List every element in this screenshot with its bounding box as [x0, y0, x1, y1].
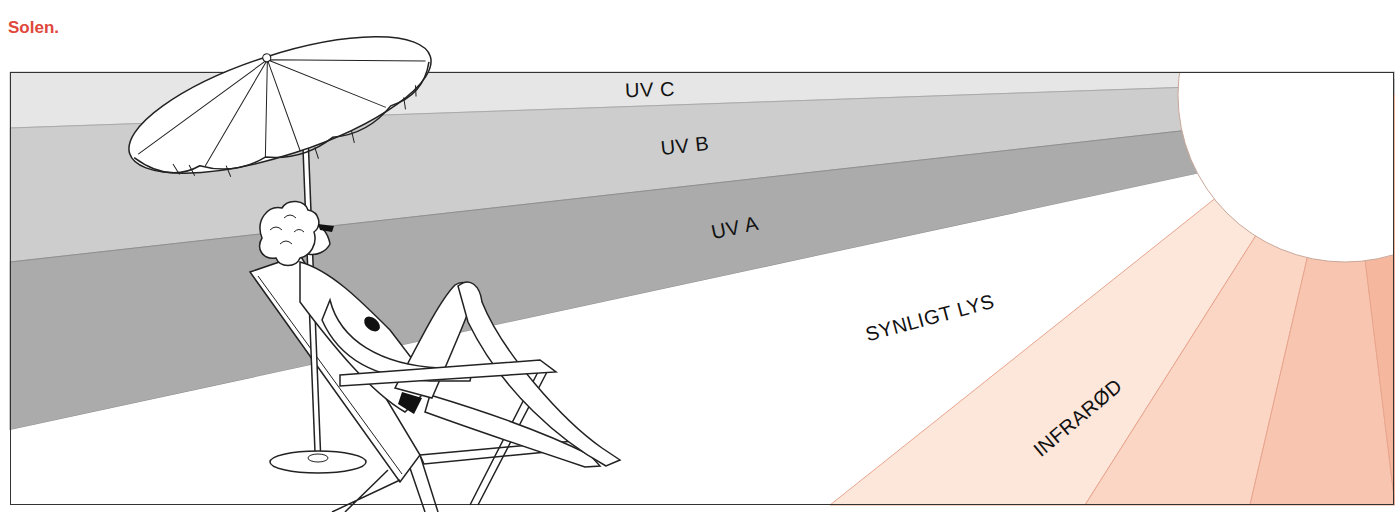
- woman-hair: [260, 201, 319, 265]
- umbrella-canopy: [113, 6, 449, 214]
- band-fill: [1345, 95, 1395, 505]
- band-label: UV C: [625, 78, 676, 103]
- canopy-outline: [114, 9, 445, 202]
- bikini-top: [361, 314, 383, 335]
- band-fill: [1250, 95, 1395, 505]
- woman-face: [308, 222, 330, 255]
- frame: [11, 73, 1394, 505]
- chair-front-leg: [470, 368, 548, 505]
- woman-shin: [458, 282, 620, 466]
- infrared-band: INFRARØD: [830, 95, 1395, 505]
- woman-leg: [425, 395, 600, 467]
- diagram-title: Solen.: [8, 18, 59, 38]
- canopy-fringe-tick: [173, 85, 428, 202]
- sunglasses: [318, 224, 334, 232]
- woman-arm: [322, 300, 472, 381]
- chair-leg: [332, 470, 400, 512]
- band-shape: [830, 95, 1395, 505]
- canopy-knob: [262, 53, 272, 63]
- bikini-bottom: [398, 392, 422, 414]
- umbrella-pole: [305, 130, 318, 458]
- woman-torso: [300, 262, 432, 412]
- chair-back: [250, 255, 420, 482]
- canopy-fringe: [134, 62, 444, 203]
- umbrella-pole: [305, 130, 318, 458]
- woman-thigh: [395, 282, 474, 398]
- umbrella-base: [308, 454, 328, 462]
- chair-leg: [410, 455, 438, 512]
- chair-rail: [258, 276, 402, 474]
- hair-curl: [270, 215, 304, 244]
- chair-armrest: [340, 360, 556, 386]
- chair-seat-bar: [420, 440, 588, 464]
- canopy-rib: [123, 13, 440, 199]
- umbrella-base: [270, 451, 366, 473]
- sun: [1178, 72, 1394, 262]
